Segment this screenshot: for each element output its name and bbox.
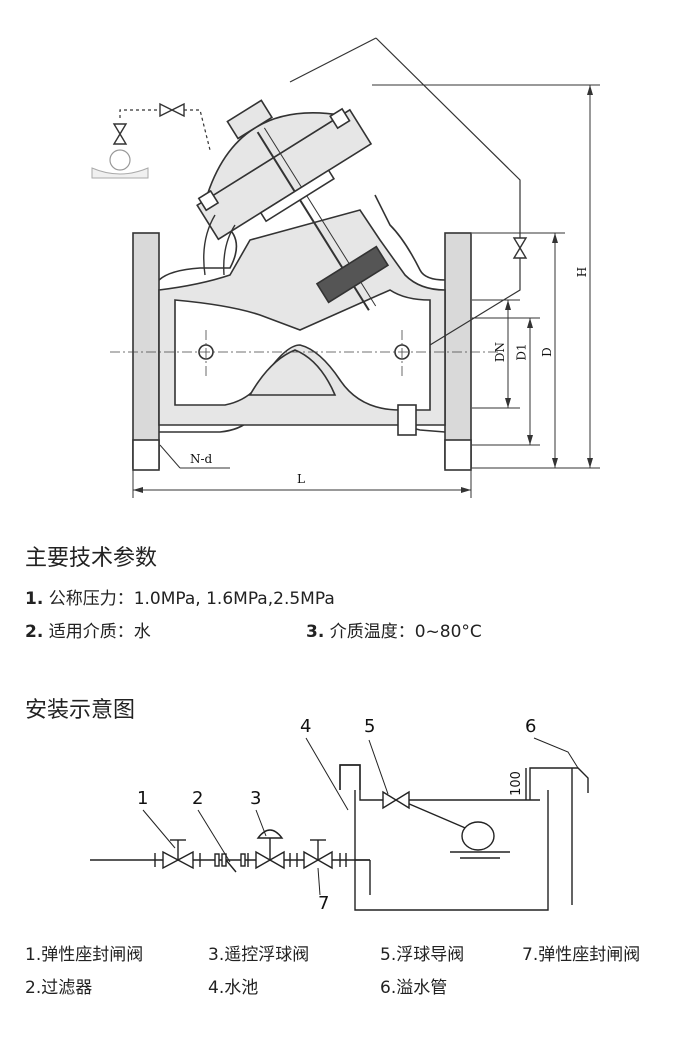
callout-6: 6 xyxy=(525,716,537,737)
legend-item-5: 5.浮球导阀 xyxy=(380,945,465,965)
float-ball xyxy=(461,821,495,851)
spec-medium-num: 2. xyxy=(25,622,44,642)
callout-5: 5 xyxy=(364,716,376,737)
spec-pressure-text: 公称压力：1.0MPa, 1.6MPa,2.5MPa xyxy=(48,589,335,609)
dim-label-l: L xyxy=(297,472,305,486)
legend-item-3: 3.遥控浮球阀 xyxy=(208,945,310,965)
spec-temperature-text: 介质温度：0~80°C xyxy=(329,622,482,642)
callout-1: 1 xyxy=(137,788,149,809)
spec-medium: 2. 适用介质：水 xyxy=(25,617,151,642)
spec-temperature: 3. 介质温度：0~80°C xyxy=(306,617,482,642)
callout-3: 3 xyxy=(250,788,262,809)
spec-pressure-num: 1. xyxy=(25,589,44,609)
legend-item-7: 7.弹性座封闸阀 xyxy=(522,945,641,965)
callout-4: 4 xyxy=(300,716,312,737)
legend-item-4: 4.水池 xyxy=(208,978,259,998)
pool-tank xyxy=(354,790,549,911)
install-title: 安装示意图 xyxy=(25,698,136,723)
spec-pressure: 1. 公称压力：1.0MPa, 1.6MPa,2.5MPa xyxy=(25,584,335,609)
spec-temperature-num: 3. xyxy=(306,622,325,642)
legend-item-2: 2.过滤器 xyxy=(25,978,93,998)
height-label: 100 xyxy=(508,771,524,796)
left-flange xyxy=(132,232,160,469)
spec-medium-text: 适用介质：水 xyxy=(48,622,151,642)
valve-drawing xyxy=(91,37,600,498)
callout-2: 2 xyxy=(192,788,204,809)
callout-7: 7 xyxy=(318,893,330,914)
dim-label-nd: N-d xyxy=(190,452,213,466)
legend-item-6: 6.溢水管 xyxy=(380,978,448,998)
legend-item-1: 1.弹性座封闸阀 xyxy=(25,945,144,965)
overflow-pipe xyxy=(529,767,589,800)
specs-title: 主要技术参数 xyxy=(25,546,158,571)
